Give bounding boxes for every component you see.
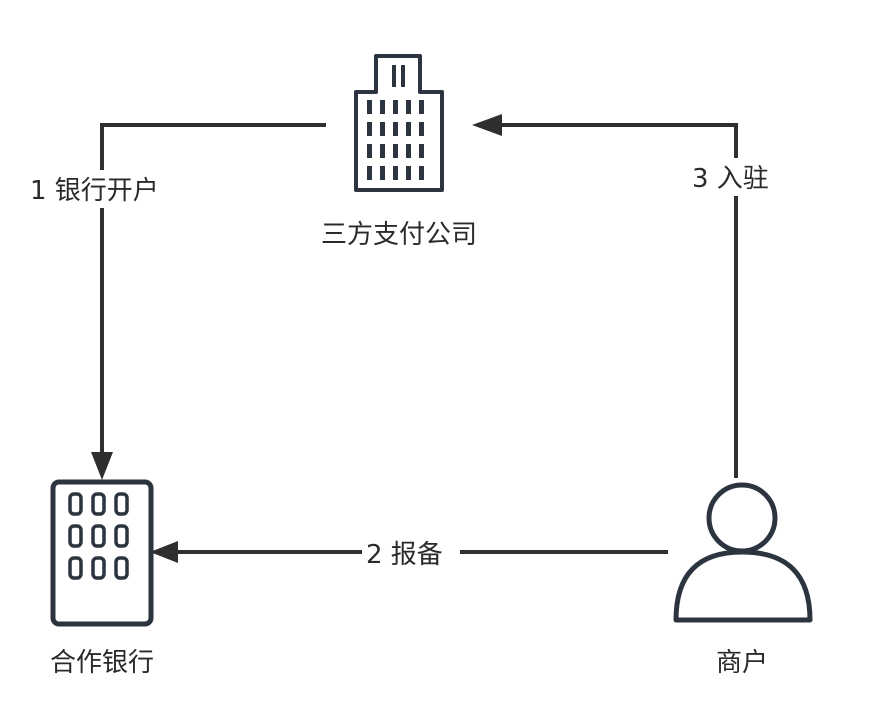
edge-report: 2 报备 xyxy=(150,534,668,572)
edge-onboard: 3 入驻 xyxy=(472,114,786,478)
edge-report-arrowhead xyxy=(150,541,178,563)
edge-onboard-label: 3 入驻 xyxy=(692,164,769,194)
edge-report-label: 2 报备 xyxy=(366,540,443,570)
node-partner-bank: 合作银行 xyxy=(50,479,154,678)
edge-bank-account-line xyxy=(100,123,326,460)
node-merchant: 商户 xyxy=(673,482,813,678)
node-third-party-payment-label: 三方支付公司 xyxy=(321,220,477,250)
node-partner-bank-label: 合作银行 xyxy=(50,648,154,678)
office-tower-icon xyxy=(354,54,444,192)
edge-onboard-arrowhead xyxy=(472,114,502,136)
edge-bank-account-arrowhead xyxy=(91,452,113,480)
office-building-icon xyxy=(50,479,154,627)
user-icon xyxy=(673,482,813,623)
node-merchant-label: 商户 xyxy=(716,648,768,678)
edge-bank-account: 1 银行开户 xyxy=(28,123,326,480)
node-third-party-payment: 三方支付公司 xyxy=(321,54,477,250)
edge-bank-account-label: 1 银行开户 xyxy=(30,176,159,206)
edge-onboard-line xyxy=(495,123,738,478)
